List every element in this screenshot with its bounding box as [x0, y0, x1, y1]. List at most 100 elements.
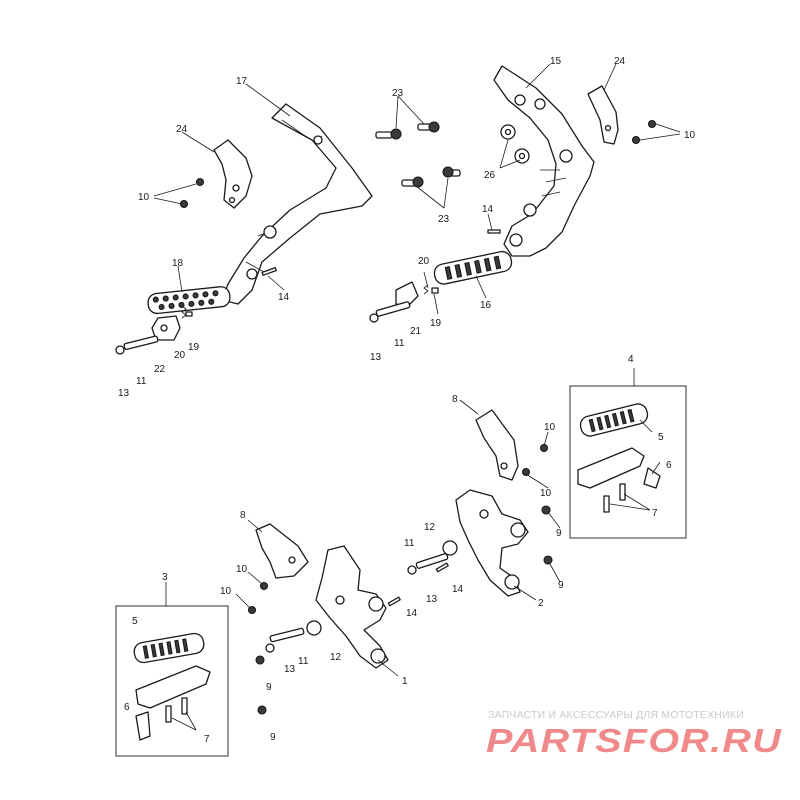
- callout-8-left: 8: [240, 510, 246, 521]
- rear-footrest-hanger-15: [493, 65, 595, 257]
- callout-23-top: 23: [392, 88, 404, 99]
- bolt-9-left-b: [257, 705, 267, 715]
- callout-8-right: 8: [452, 394, 458, 405]
- callout-24-left: 24: [176, 124, 188, 135]
- callout-20-right: 20: [418, 256, 430, 267]
- callout-13-lower-left: 13: [284, 664, 296, 675]
- callout-5-right: 5: [658, 432, 664, 443]
- front-hanger-left-group: [115, 523, 401, 757]
- callout-6-right: 6: [666, 460, 672, 471]
- callout-7-right: 7: [652, 508, 658, 519]
- front-footrest-hanger-2: [455, 489, 529, 597]
- callout-11-right: 11: [394, 338, 405, 349]
- callout-12-right: 12: [424, 522, 436, 533]
- spring-12-right: [442, 540, 458, 556]
- spring-12-left: [306, 620, 322, 636]
- kit-4-box: [569, 385, 687, 539]
- callout-17: 17: [236, 76, 248, 87]
- watermark-logo: PARTSFOR.RU: [486, 722, 782, 759]
- kit-3-screw-7-b: [181, 697, 188, 715]
- watermark: ЗАПЧАСТИ И АКСЕССУАРЫ ДЛЯ МОТОТЕХНИКИ PA…: [486, 709, 782, 759]
- callout-12-left: 12: [330, 652, 342, 663]
- callout-22: 22: [154, 364, 166, 375]
- callout-5-left: 5: [132, 616, 138, 627]
- front-hanger-right-group: [407, 385, 687, 597]
- kit-3-slider-6: [135, 711, 151, 741]
- callout-11-lower-left: 11: [298, 656, 309, 667]
- hanger-17-hole: [313, 135, 323, 145]
- heel-plate-8-left: [255, 523, 309, 579]
- bolt-10-lower-left-b: [247, 605, 257, 615]
- callout-10-lower-left-a: 10: [236, 564, 248, 575]
- callout-14-upper-right: 14: [482, 204, 494, 215]
- callout-26: 26: [484, 170, 496, 181]
- footrest-rubber-18: [147, 286, 231, 315]
- bolts-23: [375, 121, 461, 188]
- rear-footrest-hanger-17: [221, 103, 373, 305]
- kit-4-screw-7-a: [603, 495, 610, 513]
- leader-lines: [153, 63, 681, 731]
- kit-4-footpeg-body: [577, 447, 645, 489]
- clip-13-left: [115, 345, 125, 355]
- callout-11-lower-right: 11: [404, 538, 415, 549]
- footrest-bracket-21: [395, 281, 419, 307]
- callout-9-right-b: 9: [558, 580, 564, 591]
- callout-13-right: 13: [370, 352, 382, 363]
- callout-9-left-b: 9: [270, 732, 276, 743]
- callout-20-left: 20: [174, 350, 186, 361]
- ball-20-right: [431, 287, 439, 294]
- spring-19-left: [181, 305, 187, 319]
- callout-13-lower-right: 13: [426, 594, 438, 605]
- callout-1: 1: [402, 676, 408, 687]
- bolt-9-left-a: [255, 655, 265, 665]
- kit-4-screw-7-b: [619, 483, 626, 501]
- footrest-16-grips: [444, 255, 502, 280]
- bolt-9-right-b: [543, 555, 553, 565]
- front-footrest-hanger-1: [315, 545, 389, 669]
- callout-18: 18: [172, 258, 184, 269]
- callout-19-right: 19: [430, 318, 442, 329]
- kit-3-rubber-ribs: [142, 638, 189, 659]
- heel-guard-24-left: [213, 139, 253, 209]
- rear-hanger-right-group: [369, 65, 657, 323]
- callout-labels: 17 24 10 18 14 20 19 22 11 13 23 23 26 1…: [118, 56, 696, 745]
- callout-15: 15: [550, 56, 562, 67]
- callout-10-lower-right-b: 10: [540, 488, 552, 499]
- footrest-pin-11-right: [375, 301, 411, 317]
- clip-13-lower-left: [265, 643, 275, 653]
- pin-14-lower-right: [435, 562, 449, 573]
- callout-10-lower-right-a: 10: [544, 422, 556, 433]
- kit-3-footpeg-body: [135, 665, 211, 709]
- callout-10-upper-left: 10: [138, 192, 150, 203]
- kit-4-slider-6: [643, 467, 661, 489]
- callout-11-left: 11: [136, 376, 147, 387]
- callout-4: 4: [628, 354, 634, 365]
- spring-19-right: [423, 284, 429, 295]
- hanger-15-ribs: [540, 169, 567, 197]
- callout-21: 21: [410, 326, 422, 337]
- heel-plate-8-right: [475, 409, 519, 481]
- hanger-17-pivot: [246, 268, 258, 280]
- callout-14-upper-left: 14: [278, 292, 290, 303]
- pin-14-left: [261, 267, 277, 276]
- pin-14-right: [487, 229, 501, 234]
- bolt-10-right-a: [647, 119, 657, 129]
- callout-24-right: 24: [614, 56, 626, 67]
- footrest-rubber-16: [433, 250, 513, 285]
- callout-14-lower-right: 14: [452, 584, 464, 595]
- callout-7-left: 7: [204, 734, 210, 745]
- rear-hanger-left-group: [115, 103, 373, 355]
- bolt-10-right-b: [631, 135, 641, 145]
- callout-19-left: 19: [188, 342, 200, 353]
- callout-10-upper-right: 10: [684, 130, 696, 141]
- callout-23-bottom: 23: [438, 214, 450, 225]
- bolts-10-left: [179, 177, 205, 209]
- callout-9-left-a: 9: [266, 682, 272, 693]
- watermark-tagline: ЗАПЧАСТИ И АКСЕССУАРЫ ДЛЯ МОТОТЕХНИКИ: [488, 709, 744, 721]
- callout-14-lower-left: 14: [406, 608, 418, 619]
- bolt-10-lower-left-a: [259, 581, 269, 591]
- clip-13-lower-right: [407, 565, 417, 575]
- clip-13-right: [369, 313, 379, 323]
- ball-20-left: [185, 311, 193, 317]
